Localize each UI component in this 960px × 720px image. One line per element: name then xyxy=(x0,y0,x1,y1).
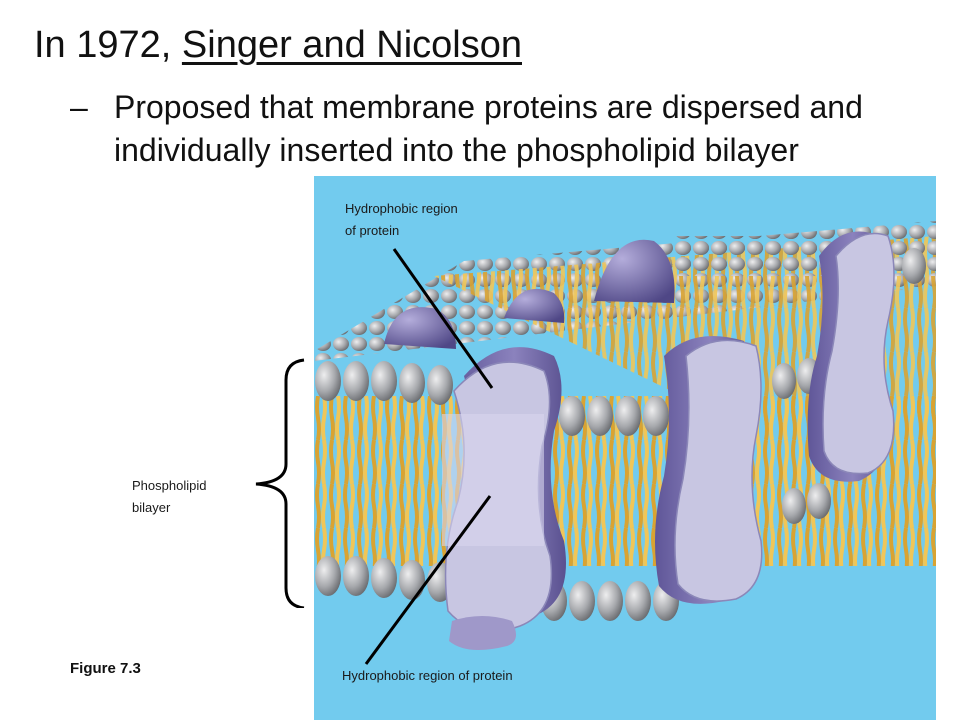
bilayer-bracket xyxy=(255,358,305,608)
membrane-illustration: Hydrophobic region of protein Hydrophobi… xyxy=(314,176,936,720)
label-bilayer: bilayer xyxy=(132,500,171,515)
title-authors: Singer and Nicolson xyxy=(181,24,522,66)
bullet-text: Proposed that membrane proteins are disp… xyxy=(114,89,863,168)
lower-tail-layer xyxy=(314,486,936,566)
protein-face-right xyxy=(822,232,895,475)
protein-dome-large xyxy=(594,239,675,303)
label-bottom: Hydrophobic region of protein xyxy=(342,668,513,683)
protein-face-middle xyxy=(674,339,763,602)
bullet-dash: – xyxy=(70,89,88,125)
pointer-line-bottom xyxy=(364,495,492,665)
title-prefix: In 1972, xyxy=(34,24,172,66)
integral-protein-left xyxy=(442,347,566,650)
slide-title: In 1972, Singer and Nicolson xyxy=(34,22,522,68)
pointer-line-top xyxy=(392,248,494,389)
integral-protein-middle xyxy=(655,336,763,604)
label-top-line1: Hydrophobic region xyxy=(345,201,458,216)
integral-protein-right xyxy=(807,231,895,482)
label-phospholipid: Phospholipid xyxy=(132,478,207,493)
protein-dome-mid xyxy=(504,288,565,323)
figure-caption: Figure 7.3 xyxy=(70,660,141,677)
protein-dome-small xyxy=(384,307,456,349)
label-top-line2: of protein xyxy=(345,223,399,238)
back-head-row xyxy=(674,236,936,276)
upper-head-row xyxy=(315,248,926,436)
